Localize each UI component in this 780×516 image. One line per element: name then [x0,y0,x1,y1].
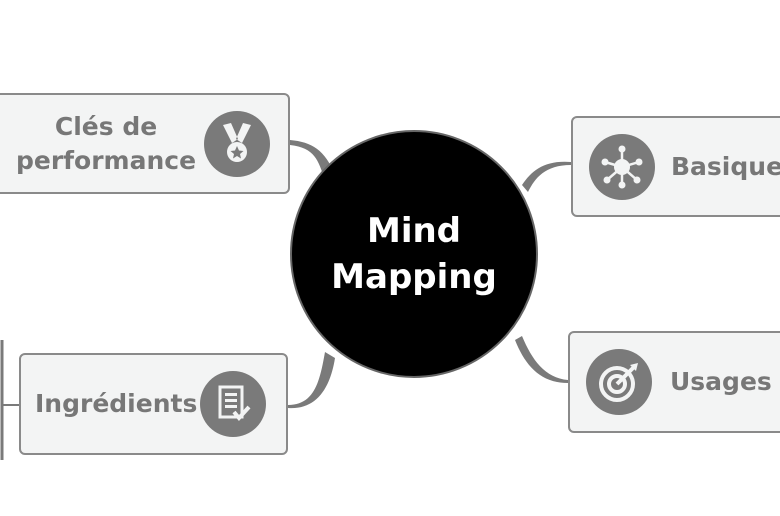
central-topic-line1: Mind [366,211,462,251]
node-usages[interactable]: Usages [568,331,780,433]
target-arrow-icon [586,349,652,415]
central-topic-line2: Mapping [331,257,497,297]
node-label: Usages [670,367,772,396]
node-ingredients[interactable]: Ingrédients [19,353,288,455]
checklist-icon [200,371,266,437]
network-hub-icon [589,133,655,200]
node-label: Basiques [671,151,780,181]
medal-icon [204,110,270,177]
node-label: Ingrédients [35,389,198,418]
node-basiques[interactable]: Basiques [571,116,780,217]
